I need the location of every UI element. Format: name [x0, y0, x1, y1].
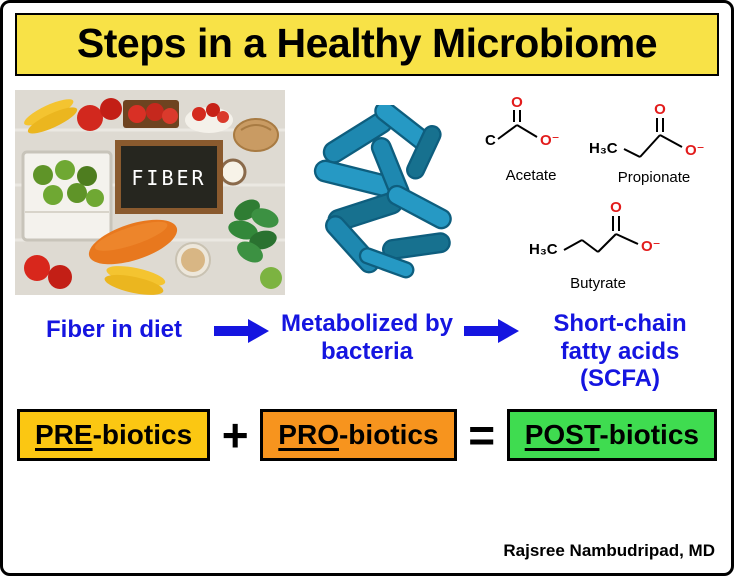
butyrate-oxygen: O — [610, 199, 622, 216]
equals-sign: = — [468, 408, 496, 461]
strawberries-icon — [185, 103, 233, 134]
propionate-oxygen: O — [654, 101, 666, 118]
fiber-chalkboard: FIBER — [115, 140, 223, 215]
probiotics-box: PRO-biotics — [260, 408, 457, 461]
oats-bowl-icon — [175, 242, 211, 279]
acetate-label: Acetate — [506, 167, 557, 184]
coconut-icon — [219, 158, 247, 186]
probiotics-prefix: PRO — [278, 418, 339, 450]
propionate-label: Propionate — [618, 169, 691, 186]
postbiotics-box: POST-biotics — [506, 408, 717, 461]
postbiotics-suffix: -biotics — [599, 418, 699, 450]
biotics-equation: PRE-biotics + PRO-biotics = POST-biotics — [15, 408, 719, 461]
acetate-structure: C O O⁻ Acetate — [485, 95, 560, 184]
bacteria-illustration — [313, 105, 452, 279]
acetate-oxygen-minus: O⁻ — [540, 132, 560, 149]
right-arrow-icon — [464, 319, 520, 344]
propionate-oxygen-minus: O⁻ — [685, 142, 705, 159]
bananas-icon — [24, 99, 78, 134]
prebiotics-prefix: PRE — [35, 418, 93, 450]
images-row: FIBER — [15, 90, 719, 300]
sweet-potato-icon — [88, 219, 178, 265]
title-banner: Steps in a Healthy Microbiome — [15, 13, 719, 77]
author-credit: Rajsree Nambudripad, MD — [503, 541, 715, 560]
flow-arrow-2 — [460, 310, 526, 344]
acetate-oxygen: O — [511, 95, 523, 111]
flow-arrow-1 — [209, 310, 275, 344]
spinach-icon — [228, 199, 279, 263]
bacteria-image — [291, 105, 473, 285]
tomato-icon — [48, 265, 72, 290]
propionate-structure: H₃C O O⁻ Propionate — [589, 101, 705, 186]
lime-icon — [260, 267, 282, 290]
butyrate-label: Butyrate — [570, 275, 626, 292]
tomato-icon — [24, 255, 50, 282]
page-title: Steps in a Healthy Microbiome — [76, 20, 658, 66]
plus-sign: + — [221, 408, 249, 461]
prebiotics-box: PRE-biotics — [17, 408, 211, 461]
fiber-foods-illustration: FIBER — [15, 90, 285, 296]
propionate-start-group: H₃C — [589, 140, 618, 157]
flow-step-fiber: Fiber in diet — [45, 316, 182, 344]
apple-icon — [77, 105, 103, 132]
flow-step-metabolized: Metabolized by bacteria — [280, 310, 454, 365]
butyrate-structure: H₃C O O⁻ Butyrate — [529, 199, 661, 292]
probiotics-suffix: -biotics — [338, 418, 439, 450]
chalkboard-text: FIBER — [131, 166, 206, 190]
flow-step-scfa: Short-chain fatty acids (SCFA) — [553, 310, 687, 393]
fiber-foods-photo: FIBER — [15, 90, 285, 300]
prebiotics-suffix: -biotics — [92, 418, 193, 450]
bread-icon — [233, 118, 279, 153]
acetate-start-group: C — [485, 132, 496, 149]
scfa-structures: C O O⁻ Acetate H₃C O — [479, 95, 719, 295]
flow-row: Fiber in diet Metabolized by bacteria Sh… — [15, 310, 719, 393]
tomato-tray-icon — [123, 100, 179, 129]
butyrate-start-group: H₃C — [529, 241, 558, 258]
postbiotics-prefix: POST — [524, 418, 600, 450]
right-arrow-icon — [213, 319, 269, 344]
bananas-icon — [104, 266, 166, 295]
brussels-sprouts-crate-icon — [21, 150, 113, 242]
butyrate-oxygen-minus: O⁻ — [641, 238, 661, 255]
apple-icon — [100, 98, 122, 121]
